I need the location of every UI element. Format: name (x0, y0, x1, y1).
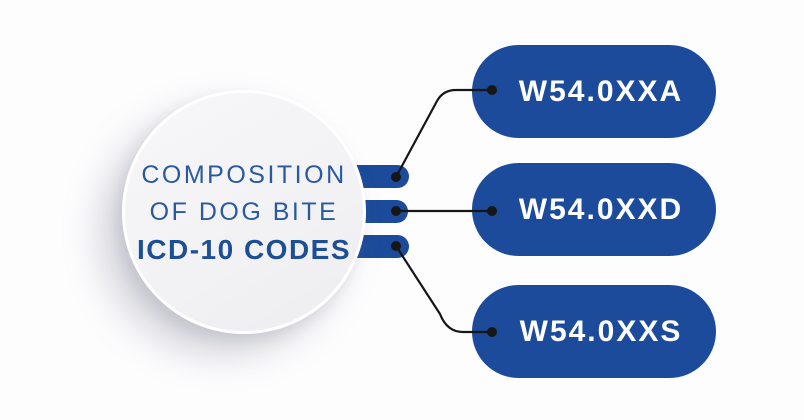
code-label-1: W54.0XXA (518, 74, 684, 108)
circle-title-line-2: OF DOG BITE (149, 197, 339, 226)
center-circle: COMPOSITION OF DOG BITE ICD-10 CODES (122, 90, 366, 334)
circle-title-line-3: ICD-10 CODES (136, 233, 352, 265)
code-label-2: W54.0XXD (518, 192, 684, 226)
circle-title: COMPOSITION OF DOG BITE ICD-10 CODES (137, 157, 351, 268)
code-pill-2: W54.0XXD (472, 163, 716, 256)
code-pill-1: W54.0XXA (472, 45, 716, 138)
code-label-3: W54.0XXS (519, 314, 683, 348)
code-pill-3: W54.0XXS (472, 285, 716, 378)
circle-title-line-1: COMPOSITION (141, 160, 347, 189)
